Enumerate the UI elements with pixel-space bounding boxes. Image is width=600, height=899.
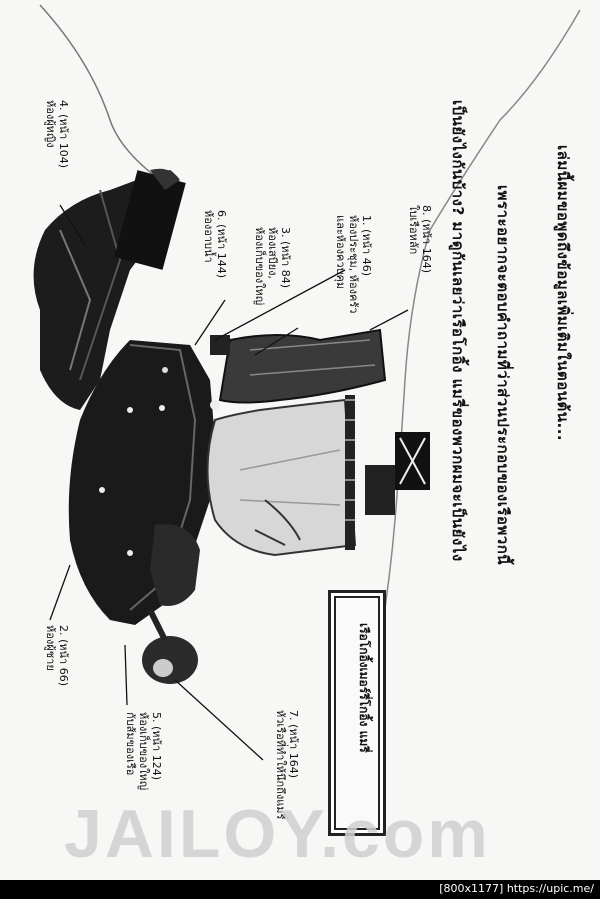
label-women-room: 4. (หน้า 104) ห้องผู้หญิง (44, 100, 70, 168)
label-page-ref: 2. (หน้า 66) (57, 625, 70, 687)
label-page-ref: 6. (หน้า 144) (215, 210, 228, 279)
leader-lines (49, 204, 409, 761)
figurehead-area (142, 524, 200, 684)
stern-section (33, 168, 186, 410)
label-name: ห้องเก็บของใหญ่ (137, 712, 150, 791)
label-main-sail: 8. (หน้า 164) ใบเรือหลัก (407, 205, 433, 273)
ship-illustration (33, 4, 581, 761)
manga-page: เล่มนี้ผมขอพูดถึงข้อมูลเพิ่มเติมในตอนต้น… (0, 0, 600, 880)
label-men-room: 2. (หน้า 66) ห้องผู้ชาย (44, 625, 70, 686)
label-storage: 3. (หน้า 84) ห้องเสบียง, ห้องเก็บของใหญ่ (253, 227, 292, 305)
label-name: ห้องผู้ชาย (44, 625, 57, 671)
paper-edge-line (379, 9, 581, 641)
header-line-3: เป็นยังไงกันบ้าง? มาดูกันเลยว่าเรือโกอิ้… (449, 100, 467, 562)
label-name: ห้องผู้หญิง (44, 100, 57, 148)
label-name-2: ห้องเก็บของใหญ่ (253, 227, 266, 306)
watermark: JAILOY.com (64, 796, 491, 872)
label-bathroom: 6. (หน้า 144) ห้องอาบน้ำ (202, 210, 228, 278)
footer-bar: [800x1177] https://upic.me/ (0, 880, 600, 899)
header-line-2: เพราะอยากจะตอบคำถามที่ว่าส่วนประกอบของเร… (494, 185, 512, 566)
label-name-2: และห้องควบคุม (334, 215, 347, 290)
label-page-ref: 1. (หน้า 46) (360, 215, 373, 277)
label-name: ห้องเสบียง, (266, 227, 279, 279)
label-cargo: 5. (หน้า 124) ห้องเก็บของใหญ่ กับส้มของเ… (124, 712, 163, 790)
label-page-ref: 3. (หน้า 84) (279, 227, 292, 289)
label-page-ref: 5. (หน้า 124) (150, 712, 163, 781)
caption-text: เรือโกอิ้งเมอร์รี่โกอิ้ง แมรี่ (357, 623, 371, 753)
label-name: ห้องอาบน้ำ (202, 210, 215, 263)
paper-edge-line (39, 4, 161, 181)
label-page-ref: 8. (หน้า 164) (420, 205, 433, 274)
label-name: ใบเรือหลัก (407, 205, 420, 255)
footer-text: [800x1177] https://upic.me/ (439, 882, 594, 895)
label-meeting-kitchen: 1. (หน้า 46) ห้องประชุม, ห้องครัว และห้อ… (334, 215, 373, 313)
caption-box: เรือโกอิ้งเมอร์รี่โกอิ้ง แมรี่ (328, 590, 386, 836)
label-name-2: กับส้มของเรือ (124, 712, 137, 776)
label-name: ห้องประชุม, ห้องครัว (347, 215, 360, 314)
label-page-ref: 4. (หน้า 104) (57, 100, 70, 169)
sails (206, 328, 430, 557)
header-line-1: เล่มนี้ผมขอพูดถึงข้อมูลเพิ่มเติมในตอนต้น… (554, 145, 572, 442)
